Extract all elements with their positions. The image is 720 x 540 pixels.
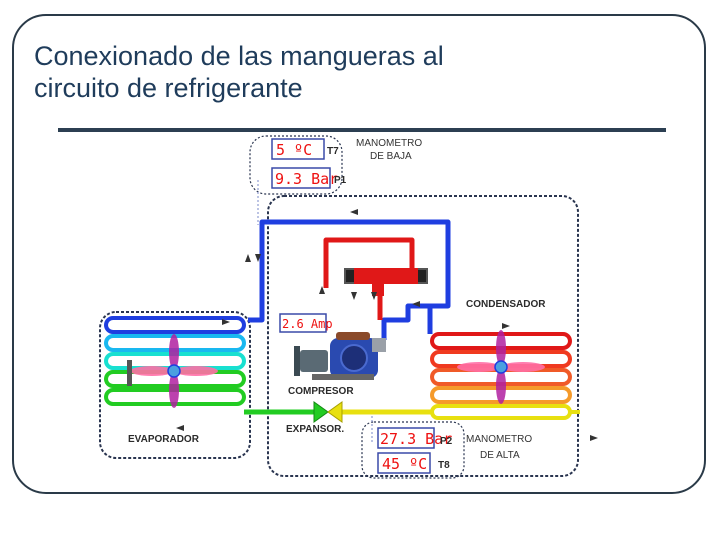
condenser-unit-enclosure xyxy=(267,195,579,477)
ammeter-value: 2.6 Amp xyxy=(282,317,333,331)
discharge-line xyxy=(323,237,415,288)
suction-line xyxy=(248,219,451,340)
title-line-1: Conexionado de las mangueras al xyxy=(34,41,444,71)
high-temp-value: 45 ºC xyxy=(382,455,427,473)
high-gauge-label-line-2: DE ALTA xyxy=(480,450,520,461)
title-line-2: circuito de refrigerante xyxy=(34,73,303,103)
condenser-label: CONDENSADOR xyxy=(466,299,546,310)
liquid-line-stub xyxy=(570,410,580,414)
evaporator-label: EVAPORADOR xyxy=(128,434,200,445)
low-gauge-readouts: 5 ºC T7 9.3 Bar P1 MANOMETRO DE BAJA xyxy=(271,138,422,189)
title-underline xyxy=(58,128,666,132)
ammeter-readout: 2.6 Amp xyxy=(279,313,333,333)
slide-title: Conexionado de las mangueras al circuito… xyxy=(34,40,444,104)
expansion-label: EXPANSOR. xyxy=(286,424,344,435)
high-gauge-enclosure xyxy=(361,421,465,479)
expansion-valve-icon xyxy=(313,401,343,423)
low-pressure-tag: P1 xyxy=(334,175,347,186)
flow-arrows xyxy=(176,209,598,441)
tee-fitting xyxy=(344,268,428,296)
low-gauge-label-line-1: MANOMETRO xyxy=(356,138,422,149)
condenser-fan-icon xyxy=(457,330,545,404)
high-pressure-tag: P2 xyxy=(440,436,453,447)
compressor-icon xyxy=(294,332,386,380)
low-temp-tag: T7 xyxy=(327,146,339,157)
evaporator-unit-enclosure xyxy=(99,311,251,459)
condenser-inlet-line xyxy=(408,303,433,334)
compressor-label: COMPRESOR xyxy=(288,386,354,397)
high-gauge-readouts: 27.3 Bar P2 45 ºC T8 MANOMETRO DE ALTA xyxy=(377,427,532,474)
low-gauge-enclosure xyxy=(249,135,343,195)
high-pressure-value: 27.3 Bar xyxy=(380,430,452,448)
evaporator-fan-icon xyxy=(127,334,218,408)
low-gauge-label-line-2: DE BAJA xyxy=(370,151,412,162)
high-temp-tag: T8 xyxy=(438,460,450,471)
low-temp-value: 5 ºC xyxy=(276,141,312,159)
slide-frame xyxy=(12,14,706,494)
low-pressure-value: 9.3 Bar xyxy=(275,170,338,188)
high-gauge-label-line-1: MANOMETRO xyxy=(466,434,532,445)
